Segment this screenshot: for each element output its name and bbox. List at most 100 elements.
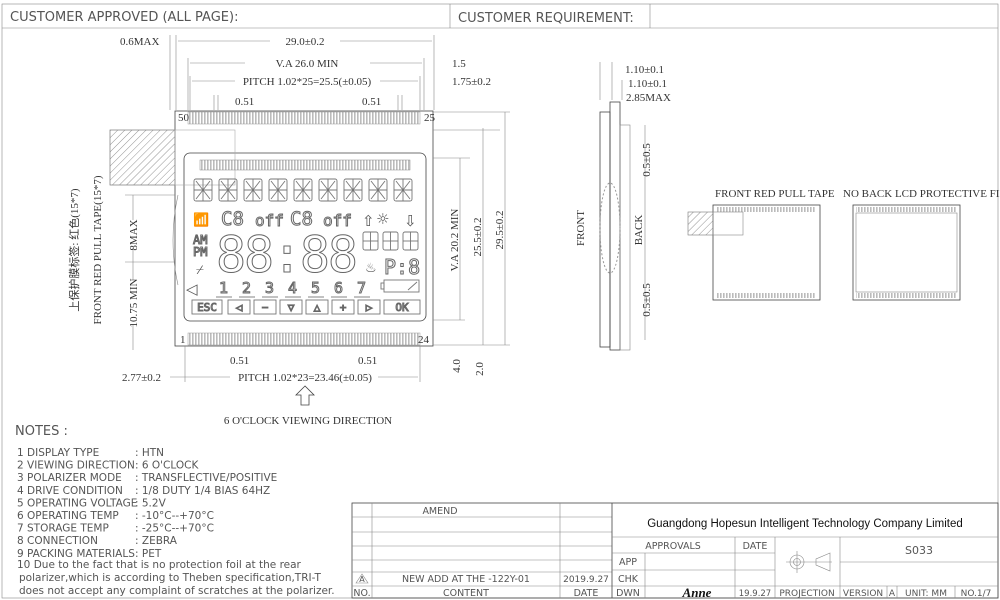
lcd-button-label: ESC bbox=[197, 301, 217, 314]
front-red-pull-tape-view: FRONT RED PULL TAPE bbox=[687, 188, 835, 301]
lcd-button-icon: + bbox=[331, 299, 355, 315]
dim-bottom-pin-left: 0.51 bbox=[230, 355, 249, 367]
alphanumeric-digit bbox=[318, 178, 338, 202]
day-number: 3 bbox=[265, 279, 274, 297]
bottom-pin-strip bbox=[187, 332, 421, 346]
clock-digits: 88:88 bbox=[216, 226, 358, 284]
small-alphanumeric-digit bbox=[402, 231, 419, 251]
tape-label-cn: 上保护膜标签: 红色(15*7) bbox=[67, 188, 81, 311]
tape-label-en: FRONT RED PULL TAPE(15*7) bbox=[92, 175, 104, 324]
dim-pin-right: 0.51 bbox=[362, 96, 381, 108]
day-number: 1 bbox=[219, 279, 228, 297]
day-number: 4 bbox=[288, 279, 297, 297]
pm-indicator: PM bbox=[193, 245, 207, 259]
part-number: S033 bbox=[905, 544, 933, 557]
dim-va-height: V.A 20.2 MIN bbox=[449, 209, 461, 272]
chk-label: CHK bbox=[618, 574, 639, 585]
version-label: VERSION bbox=[843, 589, 883, 599]
app-label: APP bbox=[619, 557, 637, 568]
note-value: : -10°C--+70°C bbox=[135, 510, 214, 522]
day-number: 7 bbox=[357, 279, 366, 297]
top-pin-strip bbox=[187, 111, 421, 125]
note-label: 4 DRIVE CONDITION bbox=[17, 485, 123, 497]
dim-pitch-height: 25.5±0.2 bbox=[472, 217, 484, 256]
note-10-line-3: does not accept any complaint of scratch… bbox=[19, 585, 335, 597]
note-value: : 6 O'CLOCK bbox=[135, 460, 199, 472]
viewing-direction-label: 6 O'CLOCK VIEWING DIRECTION bbox=[224, 415, 392, 427]
bar-graph-segments bbox=[199, 159, 411, 171]
lcd-button-icon: OK bbox=[383, 299, 421, 315]
note-label: 3 POLARIZER MODE bbox=[17, 472, 122, 484]
lcd-button-label: OK bbox=[395, 301, 409, 314]
lcd-button-label: ◁ bbox=[236, 301, 243, 314]
pin-25-label: 25 bbox=[424, 112, 436, 124]
note-value: : HTN bbox=[135, 447, 164, 459]
alphanumeric-digit bbox=[268, 178, 288, 202]
note-label: 2 VIEWING DIRECTION bbox=[17, 460, 135, 472]
alphanumeric-digit bbox=[193, 178, 213, 202]
version-value: A bbox=[889, 589, 896, 599]
page-number: NO.1/7 bbox=[961, 589, 992, 599]
company-name: Guangdong Hopesun Intelligent Technology… bbox=[647, 518, 963, 530]
dim-1075: 10.75 MIN bbox=[128, 279, 140, 328]
drawn-by-signature: Anne bbox=[682, 585, 712, 600]
day-number: 2 bbox=[242, 279, 251, 297]
battery-icon bbox=[380, 279, 420, 293]
lcd-button-label: ▽ bbox=[288, 301, 295, 314]
dim-277: 2.77±0.2 bbox=[122, 372, 161, 384]
lcd-button-icon: ▽ bbox=[279, 299, 303, 315]
off-indicator-1: off bbox=[255, 211, 284, 230]
back-label: BACK bbox=[633, 215, 645, 246]
am-indicator: AM bbox=[193, 233, 207, 247]
revision-date: 2019.9.27 bbox=[563, 575, 609, 585]
back-film-title: NO BACK LCD PROTECTIVE FILM bbox=[843, 188, 1000, 200]
alphanumeric-digit bbox=[393, 178, 413, 202]
small-alphanumeric-digits bbox=[362, 231, 419, 251]
dwn-label: DWN bbox=[616, 588, 640, 599]
lcd-button-label: ▷ bbox=[366, 301, 373, 314]
antenna-icon: 📶 bbox=[193, 212, 209, 228]
day-number: 5 bbox=[311, 279, 320, 297]
dim-edge-15: 1.5 bbox=[452, 58, 466, 70]
third-angle-projection-icon bbox=[786, 551, 832, 573]
dim-bottom-pin-right: 0.51 bbox=[358, 355, 377, 367]
day-number: 6 bbox=[334, 279, 343, 297]
pin-24-label: 24 bbox=[418, 334, 430, 346]
c8-indicator-2: C8 bbox=[290, 208, 313, 230]
amend-header: AMEND bbox=[422, 506, 457, 517]
col-content: CONTENT bbox=[443, 588, 489, 599]
notes-title: NOTES : bbox=[15, 424, 68, 439]
lcd-button-label: △ bbox=[314, 301, 321, 314]
alphanumeric-digit bbox=[243, 178, 263, 202]
dim-bottom-gap: 0.5±0.5 bbox=[641, 283, 653, 317]
button-icon-row: ESC ◁−▽ △ + ▷ OK bbox=[191, 299, 421, 315]
lcd-glass-outline bbox=[174, 110, 434, 347]
status-icon-row: 📶 C8 off C8 off ⇧ ☼ ⇩ bbox=[193, 208, 417, 231]
note-10-line-1: 10 Due to the fact that is no protection… bbox=[17, 559, 302, 571]
note-value: : TRANSFLECTIVE/POSITIVE bbox=[135, 472, 277, 484]
lcd-button-icon: △ bbox=[305, 299, 329, 315]
col-date: DATE bbox=[574, 588, 599, 599]
alphanumeric-digit-row bbox=[193, 178, 413, 202]
projection-label: PROJECTION bbox=[779, 589, 834, 599]
lcd-button-label: + bbox=[340, 301, 347, 314]
lcd-button-icon: − bbox=[253, 299, 277, 315]
no-back-film-view: NO BACK LCD PROTECTIVE FILM bbox=[843, 188, 1000, 301]
arrow-up-icon: ⇧ bbox=[362, 212, 375, 230]
dim-pitch-top: PITCH 1.02*25=25.5(±0.05) bbox=[243, 76, 372, 88]
customer-approved-label: CUSTOMER APPROVED (ALL PAGE): bbox=[10, 10, 238, 25]
dim-edge-175: 1.75±0.2 bbox=[452, 76, 491, 88]
viewing-direction-arrow-icon bbox=[295, 385, 315, 406]
alphanumeric-digit bbox=[343, 178, 363, 202]
note-10-line-2: polarizer,which is according to Theben s… bbox=[19, 572, 321, 584]
arrow-down-icon: ⇩ bbox=[404, 212, 417, 230]
pin-50-label: 50 bbox=[178, 112, 190, 124]
note-value: : ZEBRA bbox=[135, 535, 178, 547]
note-label: 5 OPERATING VOLTAGE bbox=[17, 497, 137, 509]
dim-06max: 0.6MAX bbox=[120, 36, 159, 48]
note-label: 7 STORAGE TEMP bbox=[17, 523, 109, 535]
c8-indicator-1: C8 bbox=[221, 208, 244, 230]
note-label: 1 DISPLAY TYPE bbox=[17, 447, 99, 459]
